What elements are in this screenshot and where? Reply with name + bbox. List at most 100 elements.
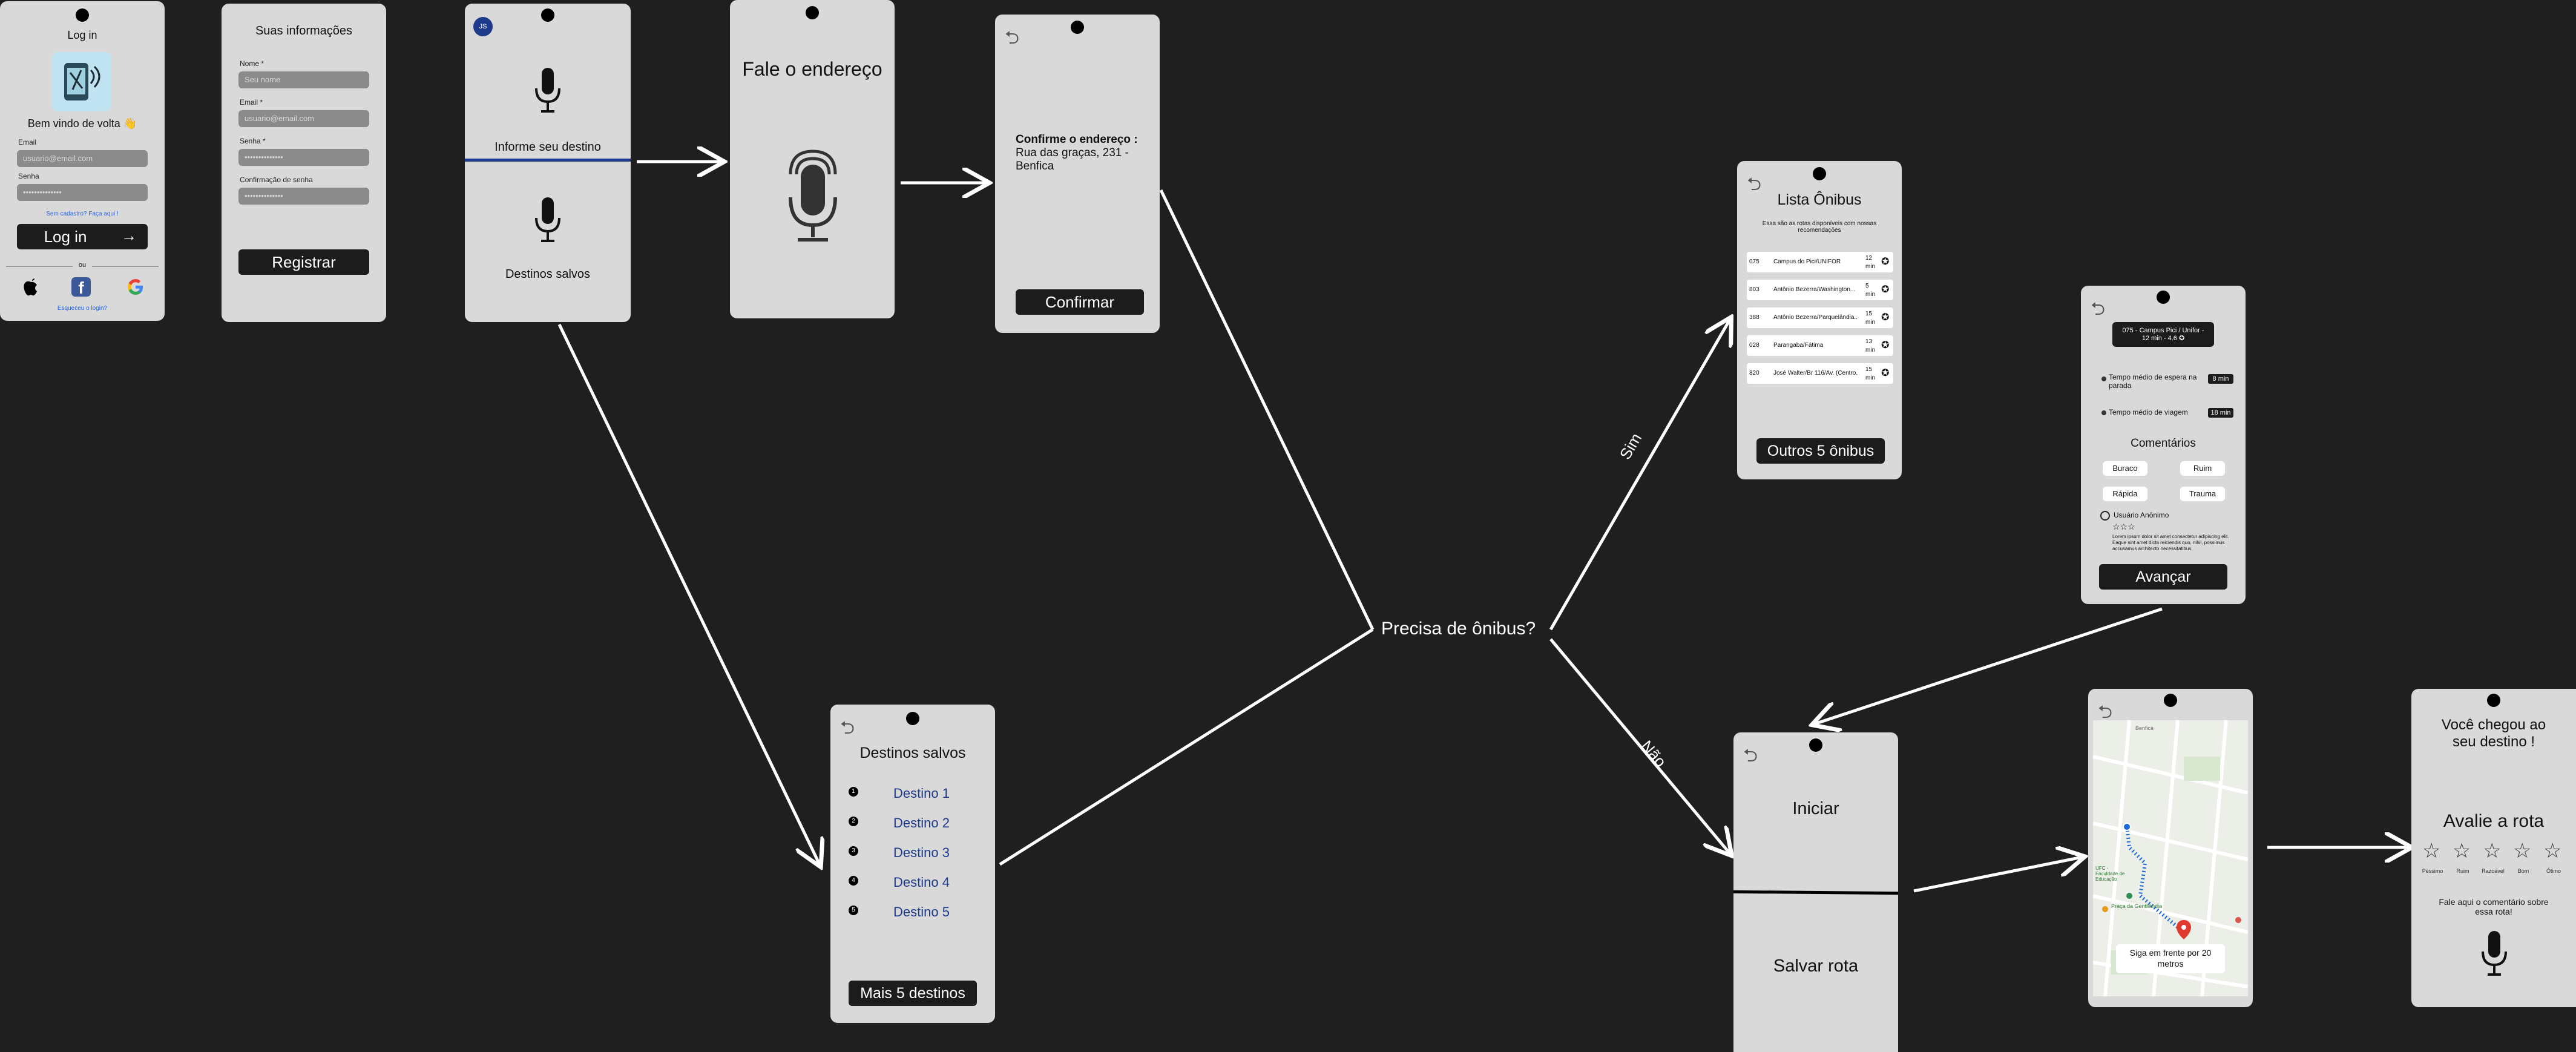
- tag-chip[interactable]: Ruim: [2180, 461, 2225, 476]
- more-buses-button[interactable]: Outros 5 ônibus: [1756, 438, 1885, 464]
- register-screen: Suas informações Nome * Seu nome Email *…: [222, 4, 386, 322]
- route-name: Campus do Pici/UNIFOR: [1773, 258, 1841, 265]
- route-number: 803: [1749, 286, 1760, 293]
- speak-title: Fale o endereço: [742, 58, 882, 80]
- password-field[interactable]: ••••••••••••••: [17, 184, 148, 201]
- arrow-question-to-route: [1549, 638, 1730, 853]
- camera-notch: [76, 8, 89, 22]
- register-link[interactable]: Sem cadastro? Faça aqui !: [46, 211, 119, 217]
- more-destinations-button[interactable]: Mais 5 destinos: [849, 981, 977, 1006]
- route-number: 388: [1749, 314, 1760, 321]
- destination-link[interactable]: Destino 5: [893, 904, 950, 919]
- name-field[interactable]: Seu nome: [238, 71, 369, 88]
- route-number: 820: [1749, 370, 1760, 376]
- route-time: 13 min: [1865, 338, 1876, 353]
- camera-notch: [1809, 738, 1822, 752]
- register-title: Suas informações: [255, 24, 353, 38]
- info-icon[interactable]: ✪: [1881, 340, 1890, 350]
- destination-link[interactable]: Destino 1: [893, 786, 950, 801]
- back-icon[interactable]: ⮌: [1743, 746, 1758, 766]
- avatar[interactable]: JS: [473, 17, 493, 36]
- destination-link[interactable]: Destino 2: [893, 815, 950, 830]
- start-route-button[interactable]: Iniciar: [1792, 799, 1839, 818]
- saved-destinations-label[interactable]: Destinos salvos: [505, 268, 591, 281]
- save-route-button[interactable]: Salvar rota: [1773, 956, 1859, 976]
- info-icon[interactable]: ✪: [1881, 312, 1890, 323]
- reg-email-field[interactable]: usuario@email.com: [238, 110, 369, 127]
- login-button[interactable]: Log in →: [17, 224, 148, 249]
- star-icon[interactable]: ☆: [2453, 840, 2471, 863]
- arrow-busdetail-to-route: [1815, 607, 2163, 724]
- instruction-card: Siga em frente por 20 metros: [2116, 944, 2225, 973]
- or-label: ou: [73, 261, 92, 269]
- password-label: Senha: [18, 172, 39, 180]
- camera-notch: [2487, 694, 2500, 707]
- back-icon[interactable]: ⮌: [2098, 702, 2113, 722]
- rating-label: Ruim: [2456, 868, 2469, 874]
- map-screen: ⮌ Praça da Gentilândia UFC - Faculdade: [2088, 689, 2253, 1007]
- star-icon[interactable]: ☆: [2513, 840, 2532, 863]
- back-icon[interactable]: ⮌: [840, 718, 855, 738]
- reg-password-field[interactable]: ••••••••••••••: [238, 149, 369, 166]
- destination-link[interactable]: Destino 3: [893, 845, 950, 860]
- microphone-listening-icon[interactable]: [784, 148, 841, 248]
- back-icon[interactable]: ⮌: [2091, 299, 2106, 319]
- facebook-icon[interactable]: f: [71, 277, 91, 297]
- info-icon[interactable]: ✪: [1881, 257, 1890, 267]
- star-icon[interactable]: ☆: [2422, 840, 2441, 863]
- rating-label: Razoável: [2482, 868, 2505, 874]
- camera-notch: [906, 712, 919, 725]
- tag-chip[interactable]: Buraco: [2103, 461, 2147, 476]
- line-confirm-to-question: [1159, 189, 1375, 631]
- microphone-icon[interactable]: [534, 67, 562, 118]
- star-icon[interactable]: ☆: [2483, 840, 2502, 863]
- destination-screen: JS Informe seu destino Destinos salvos: [465, 4, 631, 322]
- register-button[interactable]: Registrar: [238, 249, 369, 275]
- rating-label: Ótimo: [2546, 868, 2561, 874]
- back-icon[interactable]: ⮌: [1005, 28, 1020, 48]
- apple-icon[interactable]: [21, 275, 41, 301]
- tag-chip[interactable]: Rápida: [2103, 487, 2147, 501]
- advance-button[interactable]: Avançar: [2099, 564, 2227, 590]
- microphone-icon[interactable]: [2480, 930, 2508, 981]
- map-view[interactable]: Praça da Gentilândia UFC - Faculdade de …: [2092, 720, 2249, 997]
- wait-label: Tempo médio de espera na parada: [2109, 373, 2197, 390]
- google-icon[interactable]: [125, 276, 146, 301]
- arrow-destination-to-saved: [557, 323, 820, 864]
- travel-label: Tempo médio de viagem: [2109, 408, 2188, 416]
- back-icon[interactable]: ⮌: [1747, 174, 1762, 194]
- info-icon[interactable]: ✪: [1881, 368, 1890, 378]
- star-icon[interactable]: ☆: [2543, 840, 2562, 863]
- confirm-address: Rua das graças, 231 - Benfica: [1016, 146, 1129, 173]
- inform-destination-label: Informe seu destino: [494, 140, 601, 154]
- rating-label: Bom: [2517, 868, 2529, 874]
- confirm-button[interactable]: Confirmar: [1016, 289, 1144, 315]
- camera-notch: [1813, 167, 1826, 180]
- destination-link[interactable]: Destino 4: [893, 875, 950, 890]
- login-button-label: Log in: [44, 228, 87, 246]
- microphone-icon[interactable]: [534, 196, 562, 248]
- camera-notch: [2157, 291, 2170, 304]
- login-title: Log in: [67, 29, 97, 41]
- email-field[interactable]: usuario@email.com: [17, 150, 148, 167]
- confirm-screen: ⮌ Confirme o endereço : Rua das graças, …: [995, 15, 1160, 333]
- route-time: 5 min: [1865, 283, 1876, 298]
- confirm-password-field[interactable]: ••••••••••••••: [238, 188, 369, 205]
- tag-chip[interactable]: Trauma: [2180, 487, 2225, 501]
- info-icon[interactable]: ✪: [1881, 284, 1890, 295]
- route-time: 15 min: [1865, 366, 1876, 381]
- camera-notch: [1071, 21, 1084, 34]
- forgot-link[interactable]: Esqueceu o login?: [57, 305, 108, 312]
